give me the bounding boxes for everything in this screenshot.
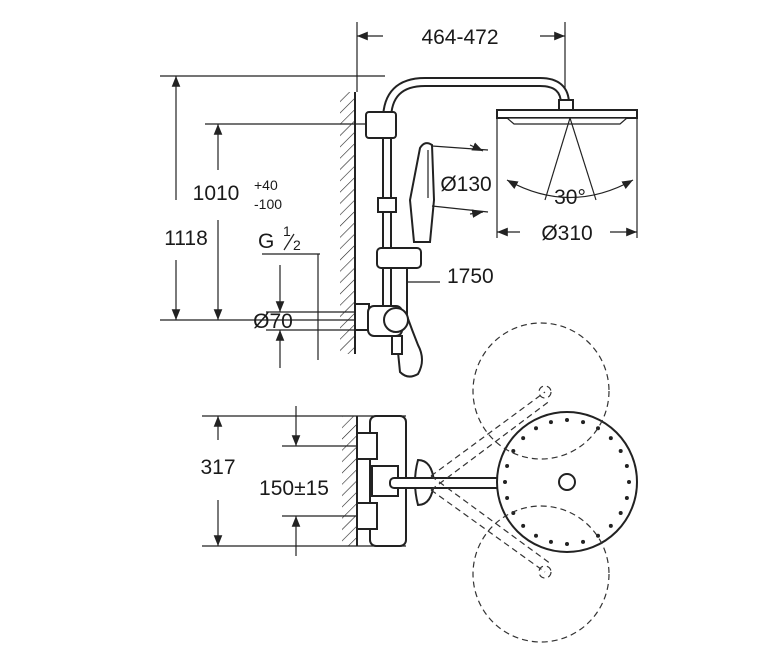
- hose-length-label: 1750: [447, 265, 494, 288]
- nozzle-dot: [534, 426, 538, 431]
- inlet-diameter-label: Ø70: [253, 310, 293, 333]
- height-main-label: 1010: [193, 182, 240, 205]
- wall-bracket: [365, 111, 397, 139]
- nozzle-dot: [624, 463, 629, 468]
- nozzle-dot: [627, 480, 631, 484]
- depth-label: 317: [200, 456, 235, 479]
- slider-holder: [376, 247, 422, 269]
- spacing-label: 150±15: [259, 477, 329, 500]
- hand-diameter-label: Ø130: [440, 173, 491, 196]
- nozzle-dot: [505, 496, 510, 501]
- thread-label: G: [258, 230, 274, 253]
- thread-den: 2: [293, 237, 301, 253]
- nozzle-dot: [534, 533, 538, 538]
- height-total-label: 1118: [164, 227, 208, 250]
- nozzle-dot: [618, 511, 623, 515]
- nozzle-dot: [608, 523, 613, 528]
- nozzle-dot: [565, 542, 569, 546]
- nozzle-dot: [581, 539, 586, 544]
- angle-label: 30°: [554, 186, 586, 209]
- wall-hatch: [340, 92, 354, 354]
- nozzle-dot: [521, 436, 526, 441]
- thread-num: 1: [283, 223, 291, 239]
- head-diameter-label: Ø310: [541, 222, 592, 245]
- nozzle-dot: [505, 463, 510, 468]
- top-view: [202, 322, 638, 643]
- angle-arc: [506, 179, 634, 199]
- width-label: 464-472: [421, 26, 498, 49]
- hand-shower: [408, 142, 489, 243]
- nozzle-dot: [521, 523, 526, 528]
- thermostat-mixer: [354, 303, 409, 355]
- nozzle-dot: [565, 418, 569, 422]
- tolerance-plus: +40: [254, 177, 278, 193]
- nozzle-dot: [624, 496, 629, 501]
- nozzle-dot: [548, 420, 553, 425]
- tolerance-minus: -100: [254, 196, 282, 212]
- shower-head: [496, 99, 638, 201]
- nozzle-dot: [618, 449, 623, 453]
- front-view: [160, 22, 638, 378]
- nozzle-dot: [511, 449, 516, 453]
- nozzle-dot: [503, 480, 507, 484]
- nozzle-dot: [608, 436, 613, 441]
- nozzle-dot: [581, 420, 586, 425]
- hose-line: [397, 268, 423, 378]
- nozzle-dot: [548, 539, 553, 544]
